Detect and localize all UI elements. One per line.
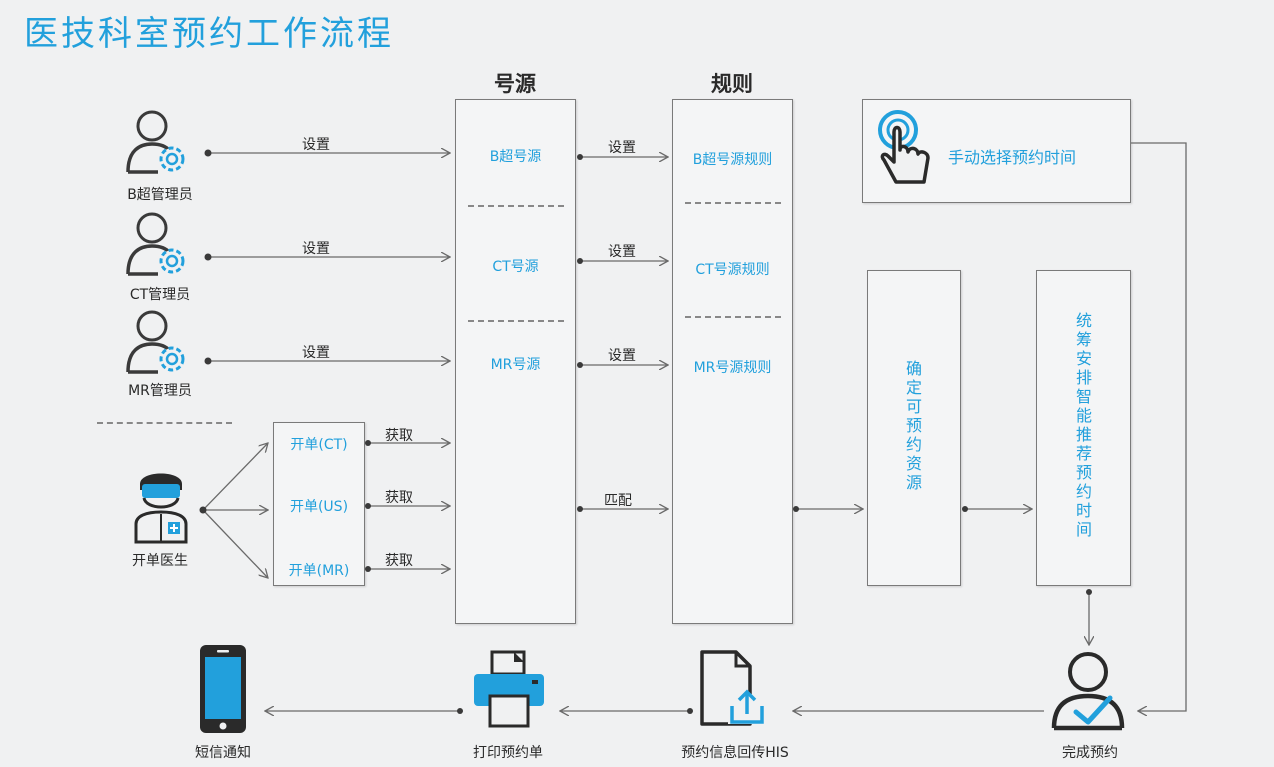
rule-item-mr: MR号源规则 bbox=[693, 360, 772, 376]
smart-recommend-label: 统筹安排智能推荐预约时间 bbox=[1075, 311, 1092, 539]
set-label: 设置 bbox=[608, 244, 636, 260]
confirm-resource-label: 确定可预约资源 bbox=[905, 359, 922, 492]
order-item-ct: 开单(CT) bbox=[290, 437, 348, 453]
his-label: 预约信息回传HIS bbox=[681, 745, 789, 761]
print-label: 打印预约单 bbox=[473, 745, 543, 761]
confirm-resource-box bbox=[867, 270, 961, 586]
user-check-icon bbox=[1051, 652, 1125, 731]
source-divider bbox=[468, 205, 564, 207]
smart-recommend-box bbox=[1036, 270, 1131, 586]
source-box bbox=[455, 99, 576, 624]
done-label: 完成预约 bbox=[1062, 745, 1118, 761]
sms-label: 短信通知 bbox=[195, 745, 251, 761]
rules-box bbox=[672, 99, 793, 624]
fetch-label: 获取 bbox=[385, 490, 413, 506]
rules-divider bbox=[685, 202, 781, 204]
set-label: 设置 bbox=[302, 345, 330, 361]
fetch-label: 获取 bbox=[385, 428, 413, 444]
manual-select-label: 手动选择预约时间 bbox=[948, 148, 1077, 167]
admin-gear-icon bbox=[126, 110, 185, 174]
set-label: 设置 bbox=[608, 348, 636, 364]
order-item-mr: 开单(MR) bbox=[288, 563, 350, 579]
admin-gear-icon bbox=[126, 212, 185, 276]
rule-item-ct: CT号源规则 bbox=[695, 262, 770, 278]
rule-item-bus: B超号源规则 bbox=[692, 152, 773, 168]
phone-icon bbox=[200, 645, 246, 733]
hand-tap-icon bbox=[878, 110, 930, 184]
source-header: 号源 bbox=[494, 72, 536, 96]
admin-label-mr: MR管理员 bbox=[128, 383, 192, 399]
admin-gear-icon bbox=[126, 310, 185, 374]
admin-label-bus: B超管理员 bbox=[127, 187, 193, 203]
orders-box bbox=[273, 422, 365, 586]
doctor-label: 开单医生 bbox=[132, 553, 188, 569]
source-divider bbox=[468, 320, 564, 322]
set-label: 设置 bbox=[302, 137, 330, 153]
printer-icon bbox=[474, 650, 544, 728]
source-item-ct: CT号源 bbox=[492, 259, 539, 275]
section-divider bbox=[97, 422, 232, 424]
source-item-mr: MR号源 bbox=[490, 357, 541, 373]
file-upload-icon bbox=[700, 650, 764, 726]
set-label: 设置 bbox=[608, 140, 636, 156]
source-item-bus: B超号源 bbox=[489, 149, 542, 165]
fetch-label: 获取 bbox=[385, 553, 413, 569]
admin-label-ct: CT管理员 bbox=[129, 287, 191, 303]
doctor-icon bbox=[134, 473, 188, 544]
order-item-us: 开单(US) bbox=[289, 499, 349, 515]
match-label: 匹配 bbox=[604, 493, 632, 509]
set-label: 设置 bbox=[302, 241, 330, 257]
rules-divider bbox=[685, 316, 781, 318]
page-title: 医技科室预约工作流程 bbox=[24, 14, 394, 54]
rules-header: 规则 bbox=[711, 72, 753, 96]
